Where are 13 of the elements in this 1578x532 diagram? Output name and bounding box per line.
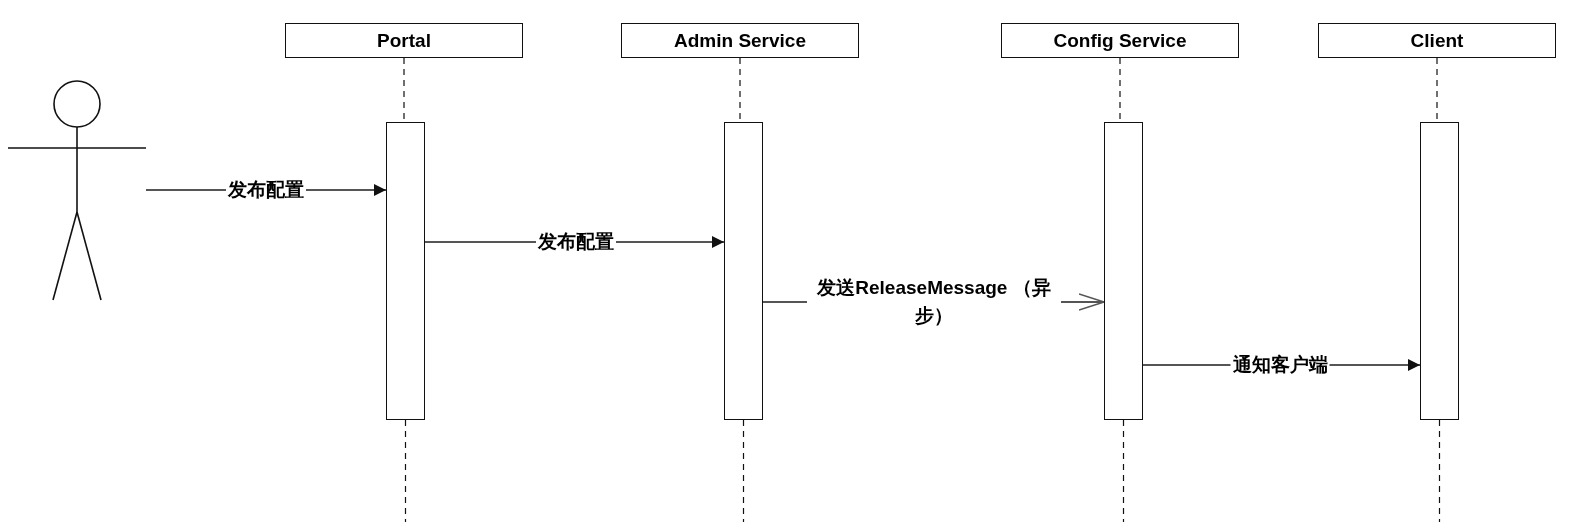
activation-bar bbox=[1104, 122, 1143, 420]
lifeline-header: Config Service bbox=[1001, 23, 1239, 58]
activation-bar bbox=[386, 122, 425, 420]
lifeline-header: Admin Service bbox=[621, 23, 859, 58]
activation-bar bbox=[724, 122, 763, 420]
lifeline bbox=[1438, 419, 1441, 523]
lifeline-header: Client bbox=[1318, 23, 1556, 58]
lifeline bbox=[742, 419, 745, 523]
actor-figure bbox=[8, 80, 146, 302]
activation-bar bbox=[1420, 122, 1459, 420]
lifeline bbox=[1122, 419, 1125, 523]
lifeline bbox=[404, 419, 407, 523]
lifeline-header: Portal bbox=[285, 23, 523, 58]
